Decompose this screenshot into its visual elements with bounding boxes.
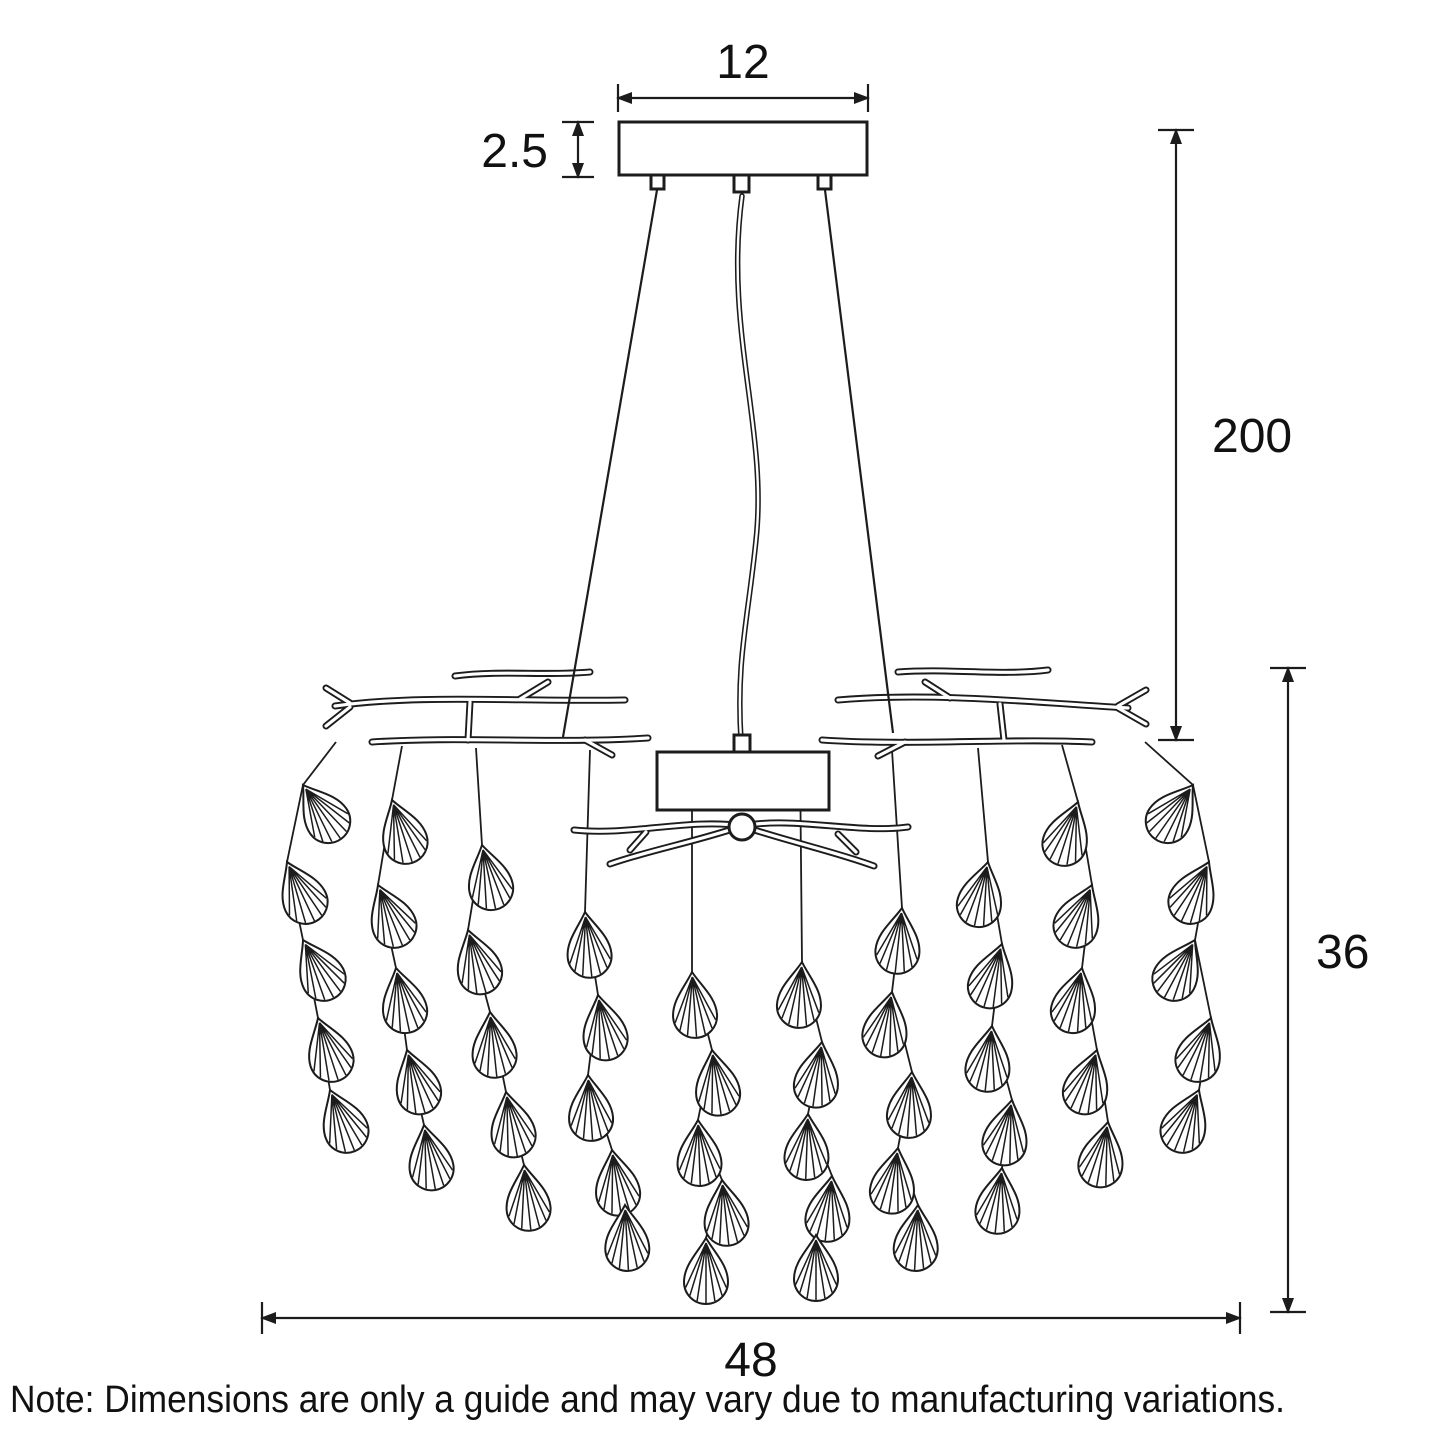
suspension-wires xyxy=(561,189,895,740)
crystal xyxy=(1073,1117,1131,1192)
crystal xyxy=(562,908,615,981)
crystal xyxy=(675,1118,724,1188)
crystal xyxy=(1056,1042,1120,1121)
dim-label-canopy-height: 2.5 xyxy=(481,125,548,178)
crystal xyxy=(1160,851,1230,933)
crystal xyxy=(872,904,925,977)
dim-body-width: 48 xyxy=(260,1302,1242,1387)
crystal xyxy=(972,1164,1025,1237)
crystal xyxy=(1045,875,1114,956)
crystal xyxy=(370,792,435,871)
crystal xyxy=(501,1161,554,1234)
dim-label-body-height: 36 xyxy=(1316,926,1369,979)
center-housing xyxy=(574,733,908,866)
crystal xyxy=(373,962,433,1039)
crystal xyxy=(689,1045,744,1120)
crystal xyxy=(296,1010,361,1089)
crystal xyxy=(961,936,1025,1015)
ceiling-canopy xyxy=(617,120,869,194)
crystal xyxy=(356,875,425,956)
dim-canopy-height: 2.5 xyxy=(481,120,594,179)
crystal xyxy=(857,987,915,1062)
crystal xyxy=(1168,1010,1233,1089)
crystal xyxy=(1045,962,1105,1039)
crystal xyxy=(790,1037,845,1112)
crystal xyxy=(282,928,355,1010)
dim-label-drop-length: 200 xyxy=(1212,410,1292,463)
crystal xyxy=(467,1008,520,1081)
crystal xyxy=(1152,1080,1221,1161)
crystal xyxy=(802,1172,855,1245)
crystal xyxy=(891,1202,941,1274)
crystal xyxy=(1143,928,1216,1010)
crystal xyxy=(782,1112,831,1182)
dim-canopy-width: 12 xyxy=(616,36,870,112)
crystal xyxy=(866,1143,921,1218)
note-text: Note: Dimensions are only a guide and ma… xyxy=(10,1379,1285,1421)
crystal xyxy=(483,1087,541,1162)
dim-drop-length: 200 xyxy=(1158,128,1292,742)
crystal xyxy=(384,1042,448,1121)
crystal xyxy=(884,1069,935,1141)
crystal xyxy=(962,1022,1015,1095)
crystal xyxy=(459,839,519,916)
crystal xyxy=(565,1072,616,1144)
crystal xyxy=(669,969,720,1041)
center-ball xyxy=(727,812,757,842)
crystal xyxy=(308,1080,377,1161)
crystal xyxy=(266,851,336,933)
crystal xyxy=(793,1234,839,1302)
dim-body-height: 36 xyxy=(1270,666,1369,1314)
crystal xyxy=(774,959,825,1031)
crystal xyxy=(283,771,360,853)
dim-label-body-width: 48 xyxy=(724,1334,777,1387)
crystal xyxy=(1035,794,1100,873)
crystal xyxy=(401,1120,459,1195)
crystal xyxy=(1136,771,1213,853)
crystal xyxy=(575,990,633,1065)
crystal xyxy=(589,1145,644,1220)
crystal xyxy=(951,856,1011,933)
crystal xyxy=(977,1095,1035,1170)
dim-label-canopy-width: 12 xyxy=(716,36,769,89)
crystal xyxy=(699,1176,752,1249)
crystal xyxy=(445,922,509,1001)
crystal xyxy=(683,1237,729,1305)
